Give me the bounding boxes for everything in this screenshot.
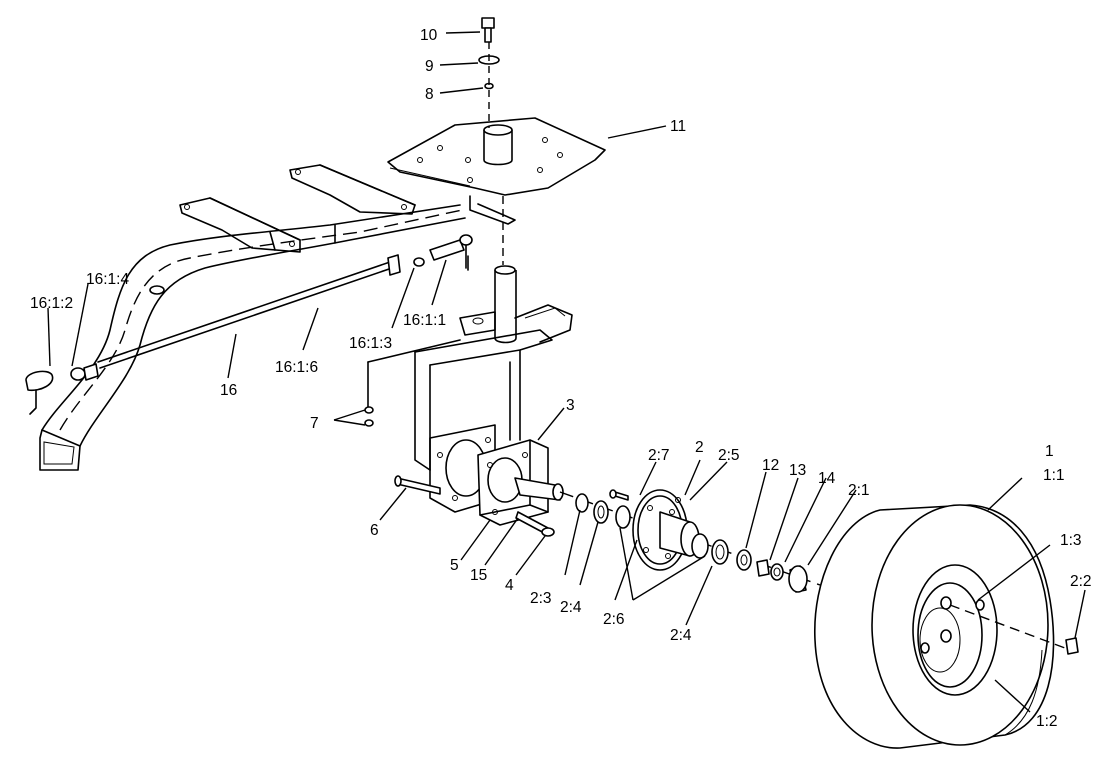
label-2-5: 2:5: [718, 447, 740, 464]
spindle-bolts: [394, 475, 555, 537]
label-2: 2: [695, 439, 704, 456]
tie-rod: [25, 234, 496, 415]
label-7: 7: [310, 415, 319, 432]
label-10: 10: [420, 27, 438, 44]
label-2-6: 2:6: [603, 611, 625, 628]
wheel-hub: [632, 489, 700, 571]
label-2-4b: 2:4: [670, 627, 692, 644]
label-16-1-6: 16:1:6: [275, 359, 318, 376]
label-11: 11: [670, 118, 686, 135]
leader-lines: [47, 31, 1086, 713]
label-8: 8: [425, 86, 434, 103]
label-2-1: 2:1: [848, 482, 870, 499]
tire-wheel: [814, 504, 1079, 749]
label-16-1-2: 16:1:2: [30, 295, 73, 312]
callout-labels: 10 9 8 11 16:1:4 16:1:2 16:1:1 16:1:3 16…: [30, 27, 1092, 730]
label-1-3: 1:3: [1060, 532, 1082, 549]
label-12: 12: [762, 457, 779, 474]
label-5: 5: [450, 557, 459, 574]
label-9: 9: [425, 58, 434, 75]
label-16-1-4: 16:1:4: [86, 271, 129, 288]
frame-brackets: [179, 164, 416, 253]
label-14: 14: [818, 470, 836, 487]
axle-frame: [39, 204, 466, 471]
top-hardware: [478, 17, 500, 128]
label-1-2: 1:2: [1036, 713, 1058, 730]
label-2-7: 2:7: [648, 447, 670, 464]
spindle-housing: [477, 439, 564, 526]
spindle-post: [494, 196, 573, 344]
label-1-1: 1:1: [1043, 467, 1065, 484]
label-1: 1: [1045, 443, 1054, 460]
label-16-1-1: 16:1:1: [403, 312, 446, 329]
label-2-2: 2:2: [1070, 573, 1092, 590]
label-2-4a: 2:4: [560, 599, 582, 616]
label-16: 16: [220, 382, 237, 399]
label-13: 13: [789, 462, 806, 479]
label-4: 4: [505, 577, 514, 594]
label-16-1-3: 16:1:3: [349, 335, 392, 352]
steering-plate: [387, 117, 606, 225]
bearing-set: [691, 533, 808, 593]
label-15: 15: [470, 567, 487, 584]
label-3: 3: [566, 397, 575, 414]
label-6: 6: [370, 522, 379, 539]
label-2-3: 2:3: [530, 590, 552, 607]
nut-7: [364, 339, 461, 427]
